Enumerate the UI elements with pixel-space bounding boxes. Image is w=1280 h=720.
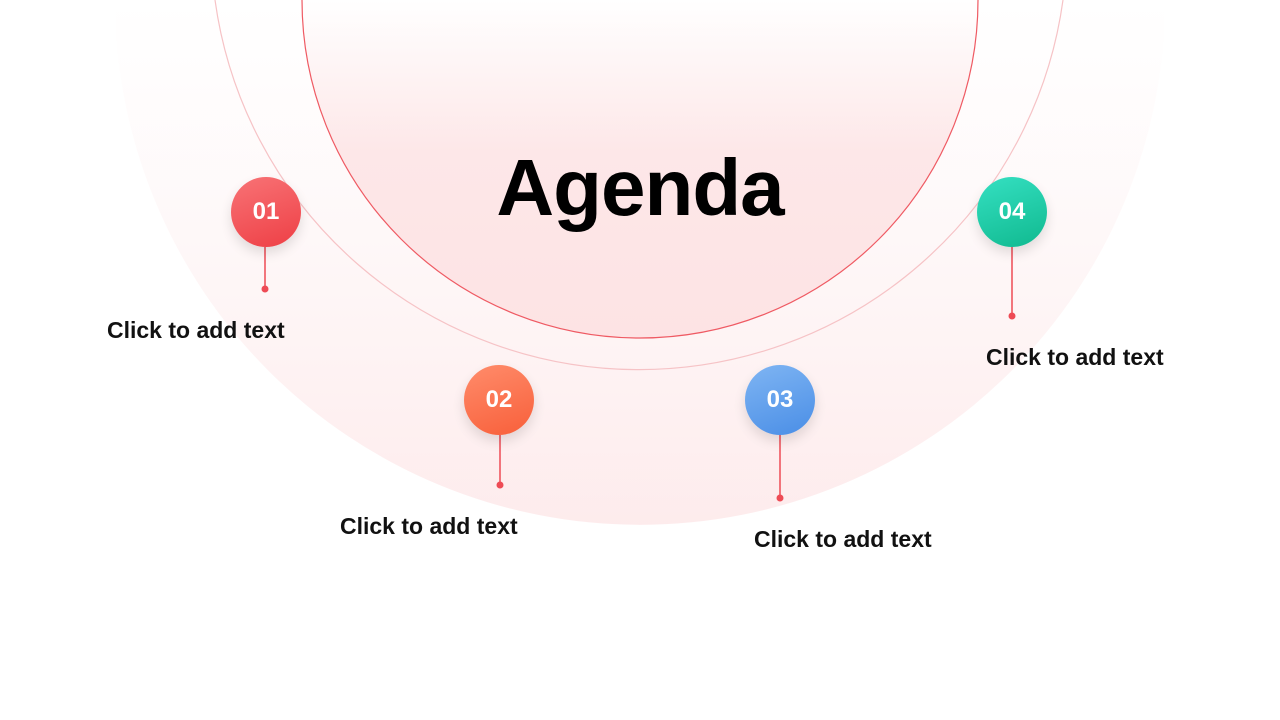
agenda-text-03[interactable]: Click to add text (754, 526, 932, 552)
agenda-node-01: 01 (231, 177, 301, 247)
connectors (261, 247, 1016, 502)
connector-dot-01 (261, 285, 269, 293)
connector-dot-03 (776, 494, 784, 502)
middle-arc-line (214, 0, 1064, 371)
agenda-number-02: 02 (485, 386, 513, 413)
inner-arc-line (301, 0, 979, 339)
agenda-text-02[interactable]: Click to add text (340, 513, 518, 539)
agenda-node-03: 03 (745, 365, 815, 435)
agenda-number-01: 01 (252, 198, 280, 225)
agenda-number-04: 04 (998, 198, 1026, 225)
connector-dot-02 (496, 481, 504, 489)
agenda-number-03: 03 (766, 386, 794, 413)
agenda-node-04: 04 (977, 177, 1047, 247)
slide-title[interactable]: Agenda (496, 143, 784, 232)
inner-arc (302, 0, 978, 338)
agenda-text-04[interactable]: Click to add text (986, 344, 1164, 370)
agenda-node-02: 02 (464, 365, 534, 435)
agenda-text-01[interactable]: Click to add text (107, 317, 285, 343)
connector-dot-04 (1008, 312, 1016, 320)
